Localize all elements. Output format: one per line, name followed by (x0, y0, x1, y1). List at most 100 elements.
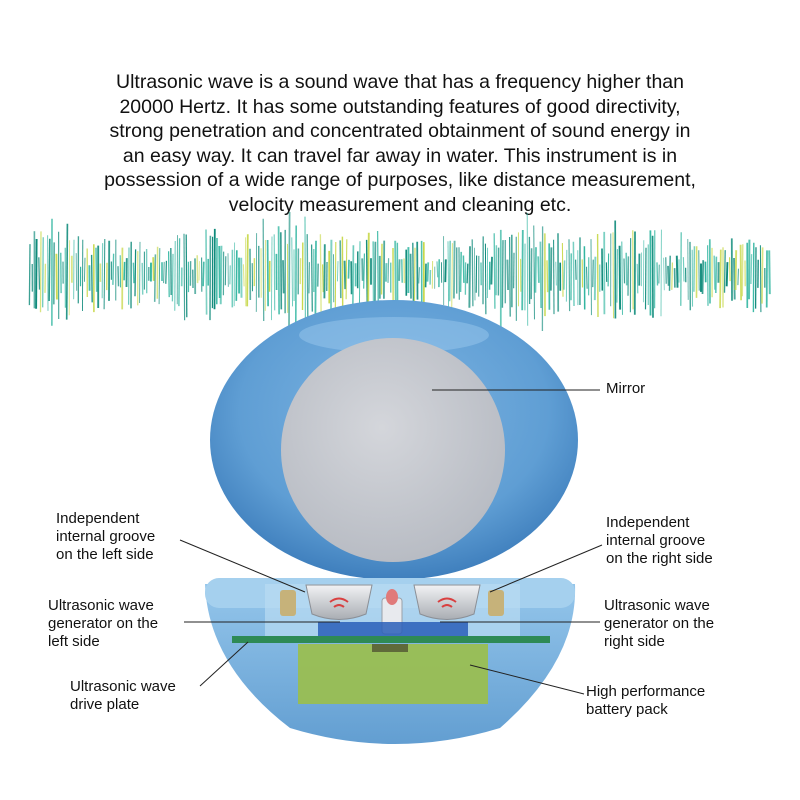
wave-stroke (451, 243, 453, 313)
wave-stroke (625, 252, 628, 286)
wave-stroke (163, 261, 165, 284)
wave-stroke (277, 226, 280, 315)
groove-right (488, 590, 504, 616)
wave-stroke (319, 234, 322, 314)
leader-battery (469, 664, 585, 695)
wave-stroke (668, 255, 671, 291)
wave-stroke (448, 240, 451, 302)
wave-stroke (719, 249, 722, 309)
label-line: Ultrasonic wave (604, 597, 710, 614)
wave-stroke (117, 266, 120, 287)
label-groove-left: Independent internal groove on the left … (56, 510, 155, 564)
battery-connector (372, 644, 408, 652)
generator-left (305, 584, 373, 620)
wave-stroke (134, 249, 137, 297)
wave-stroke (35, 238, 38, 309)
wave-stroke (103, 238, 106, 310)
wave-stroke (693, 246, 696, 292)
wave-stroke (572, 241, 575, 307)
wave-stroke (48, 238, 51, 302)
wave-stroke (39, 231, 42, 313)
wave-stroke (459, 251, 463, 293)
wave-stroke (768, 250, 771, 295)
label-line: generator on the (48, 615, 159, 632)
intro-line: velocity measurement and cleaning etc. (228, 193, 572, 216)
wave-stroke (202, 261, 205, 287)
wave-stroke (361, 258, 364, 281)
wave-stroke (380, 243, 383, 295)
leader-lines (179, 389, 603, 695)
wave-stroke (291, 237, 293, 307)
wave-stroke (321, 264, 324, 293)
wave-stroke (266, 239, 269, 307)
wave-stroke (42, 237, 44, 308)
wave-stroke (750, 254, 753, 285)
label-line: right side (604, 633, 665, 650)
wave-stroke (618, 245, 622, 310)
battery-pack (298, 644, 488, 704)
wave-stroke (65, 223, 69, 320)
leader-groove-left (179, 539, 306, 593)
intro-line: strong penetration and concentrated obta… (109, 120, 691, 142)
wave-stroke (167, 251, 170, 298)
wave-mark-left (329, 597, 349, 608)
wave-stroke (526, 212, 529, 326)
wave-stroke (761, 247, 764, 304)
label-line: Ultrasonic wave (48, 597, 154, 614)
label-line: left side (48, 633, 100, 650)
wave-stroke (537, 256, 540, 283)
wave-stroke (412, 242, 415, 307)
connector-blocks (318, 622, 468, 636)
center-indicator (386, 589, 398, 605)
wave-stroke (616, 249, 618, 303)
wave-stroke (561, 242, 564, 297)
wave-stroke (447, 241, 450, 312)
intro-paragraph: Ultrasonic wave is a sound wave that has… (40, 70, 760, 217)
wave-stroke (112, 253, 115, 285)
label-line: generator on the (604, 615, 715, 632)
wave-stroke (612, 232, 614, 319)
wave-stroke (314, 240, 317, 317)
wave-stroke (675, 255, 679, 288)
wave-stroke (367, 232, 370, 315)
label-line: drive plate (70, 696, 140, 713)
wave-stroke (185, 234, 188, 318)
label-line: Ultrasonic wave (70, 678, 176, 695)
wave-stroke (219, 245, 223, 305)
wave-stroke (574, 259, 577, 280)
wave-stroke (759, 245, 762, 313)
wave-stroke (218, 245, 221, 299)
wave-stroke (351, 245, 355, 312)
wave-stroke (656, 262, 659, 286)
wave-stroke (436, 261, 439, 278)
mirror (281, 338, 505, 562)
wave-stroke (273, 234, 276, 311)
wave-stroke (183, 233, 186, 321)
wave-stroke (501, 240, 504, 308)
wave-stroke (549, 247, 553, 291)
label-drive-plate: Ultrasonic wave drive plate (70, 678, 176, 714)
label-mirror: Mirror (606, 380, 645, 398)
wave-stroke (713, 255, 716, 290)
wave-stroke (316, 263, 320, 287)
wave-stroke (607, 253, 610, 287)
sound-wave-graphic (28, 212, 771, 332)
label-line: internal groove (56, 528, 156, 545)
wave-stroke (413, 247, 416, 309)
wave-stroke (473, 247, 476, 301)
wave-stroke (205, 229, 208, 315)
label-line: battery pack (586, 701, 668, 718)
wave-stroke (343, 260, 347, 290)
wave-stroke (141, 262, 144, 295)
wave-stroke (734, 250, 738, 291)
drive-plate (232, 636, 550, 643)
wave-stroke (339, 240, 342, 299)
wave-stroke (334, 241, 337, 309)
wave-stroke (345, 239, 348, 300)
wave-mark-right (437, 597, 457, 608)
wave-stroke (171, 253, 174, 302)
label-line: Mirror (606, 380, 646, 397)
label-line: High performance (586, 683, 706, 700)
wave-stroke (271, 236, 273, 321)
wave-stroke (623, 258, 626, 284)
